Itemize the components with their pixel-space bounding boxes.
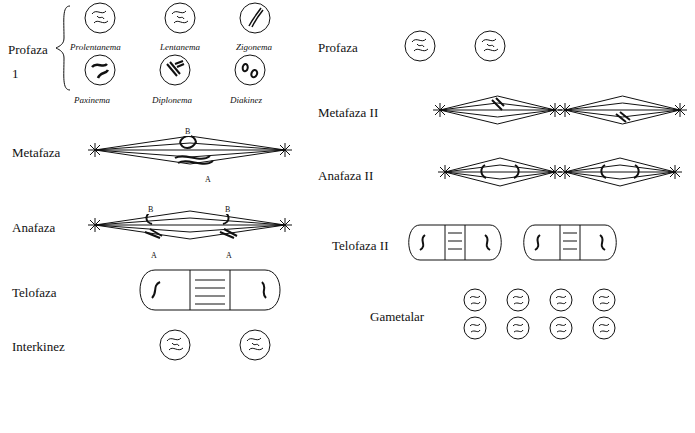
label-holder: Metafaza — [12, 143, 60, 161]
label-holder: Zigonema — [236, 36, 272, 54]
phase-label: Telofaza II — [332, 238, 388, 253]
phase-label: Metafaza — [12, 145, 60, 160]
phase-label: Profaza — [8, 42, 48, 57]
substage-label: Paxinema — [74, 95, 110, 105]
label-holder: Gametalar — [370, 307, 424, 325]
phase-label: Profaza — [318, 40, 358, 55]
phase-label: Metafaza II — [318, 105, 378, 120]
stage-number: 1 — [12, 66, 19, 81]
substage-label: Diakinez — [230, 95, 262, 105]
phase-label: Anafaza II — [318, 168, 373, 183]
label-holder: Prolentanema — [70, 36, 121, 54]
label-holder: A — [150, 244, 158, 262]
label-holder: A — [204, 168, 212, 186]
substage-label: Prolentanema — [70, 42, 121, 52]
label-holder: Interkinez — [12, 337, 65, 355]
phase-label: Telofaza — [12, 285, 57, 300]
label-holder: Profaza — [8, 40, 48, 58]
chromosome-letter: B — [184, 127, 191, 136]
substage-label: Zigonema — [236, 42, 272, 52]
label-holder: B — [224, 198, 231, 216]
label-holder: 1 — [12, 64, 19, 82]
phase-label: Gametalar — [370, 309, 424, 324]
label-holder: Anafaza — [12, 218, 55, 236]
label-holder: Paxinema — [74, 89, 110, 107]
label-holder: Telofaza II — [332, 236, 388, 254]
chromosome-letter: A — [150, 251, 158, 260]
substage-label: Lentanema — [160, 42, 200, 52]
label-holder: Diplonema — [152, 89, 192, 107]
label-holder: Anafaza II — [318, 166, 373, 184]
chromosome-letter: A — [204, 175, 212, 184]
label-holder: Metafaza II — [318, 103, 378, 121]
chromosome-letter: B — [147, 205, 154, 214]
label-holder: B — [184, 120, 191, 138]
label-holder: A — [225, 244, 233, 262]
chromosome-letter: B — [224, 205, 231, 214]
label-holder: Profaza — [318, 38, 358, 56]
phase-label: Interkinez — [12, 339, 65, 354]
label-holder: Lentanema — [160, 36, 200, 54]
chromosome-letter: A — [225, 251, 233, 260]
label-holder: Diakinez — [230, 89, 262, 107]
label-holder: Telofaza — [12, 283, 57, 301]
phase-label: Anafaza — [12, 220, 55, 235]
label-holder: B — [147, 198, 154, 216]
substage-label: Diplonema — [152, 95, 192, 105]
